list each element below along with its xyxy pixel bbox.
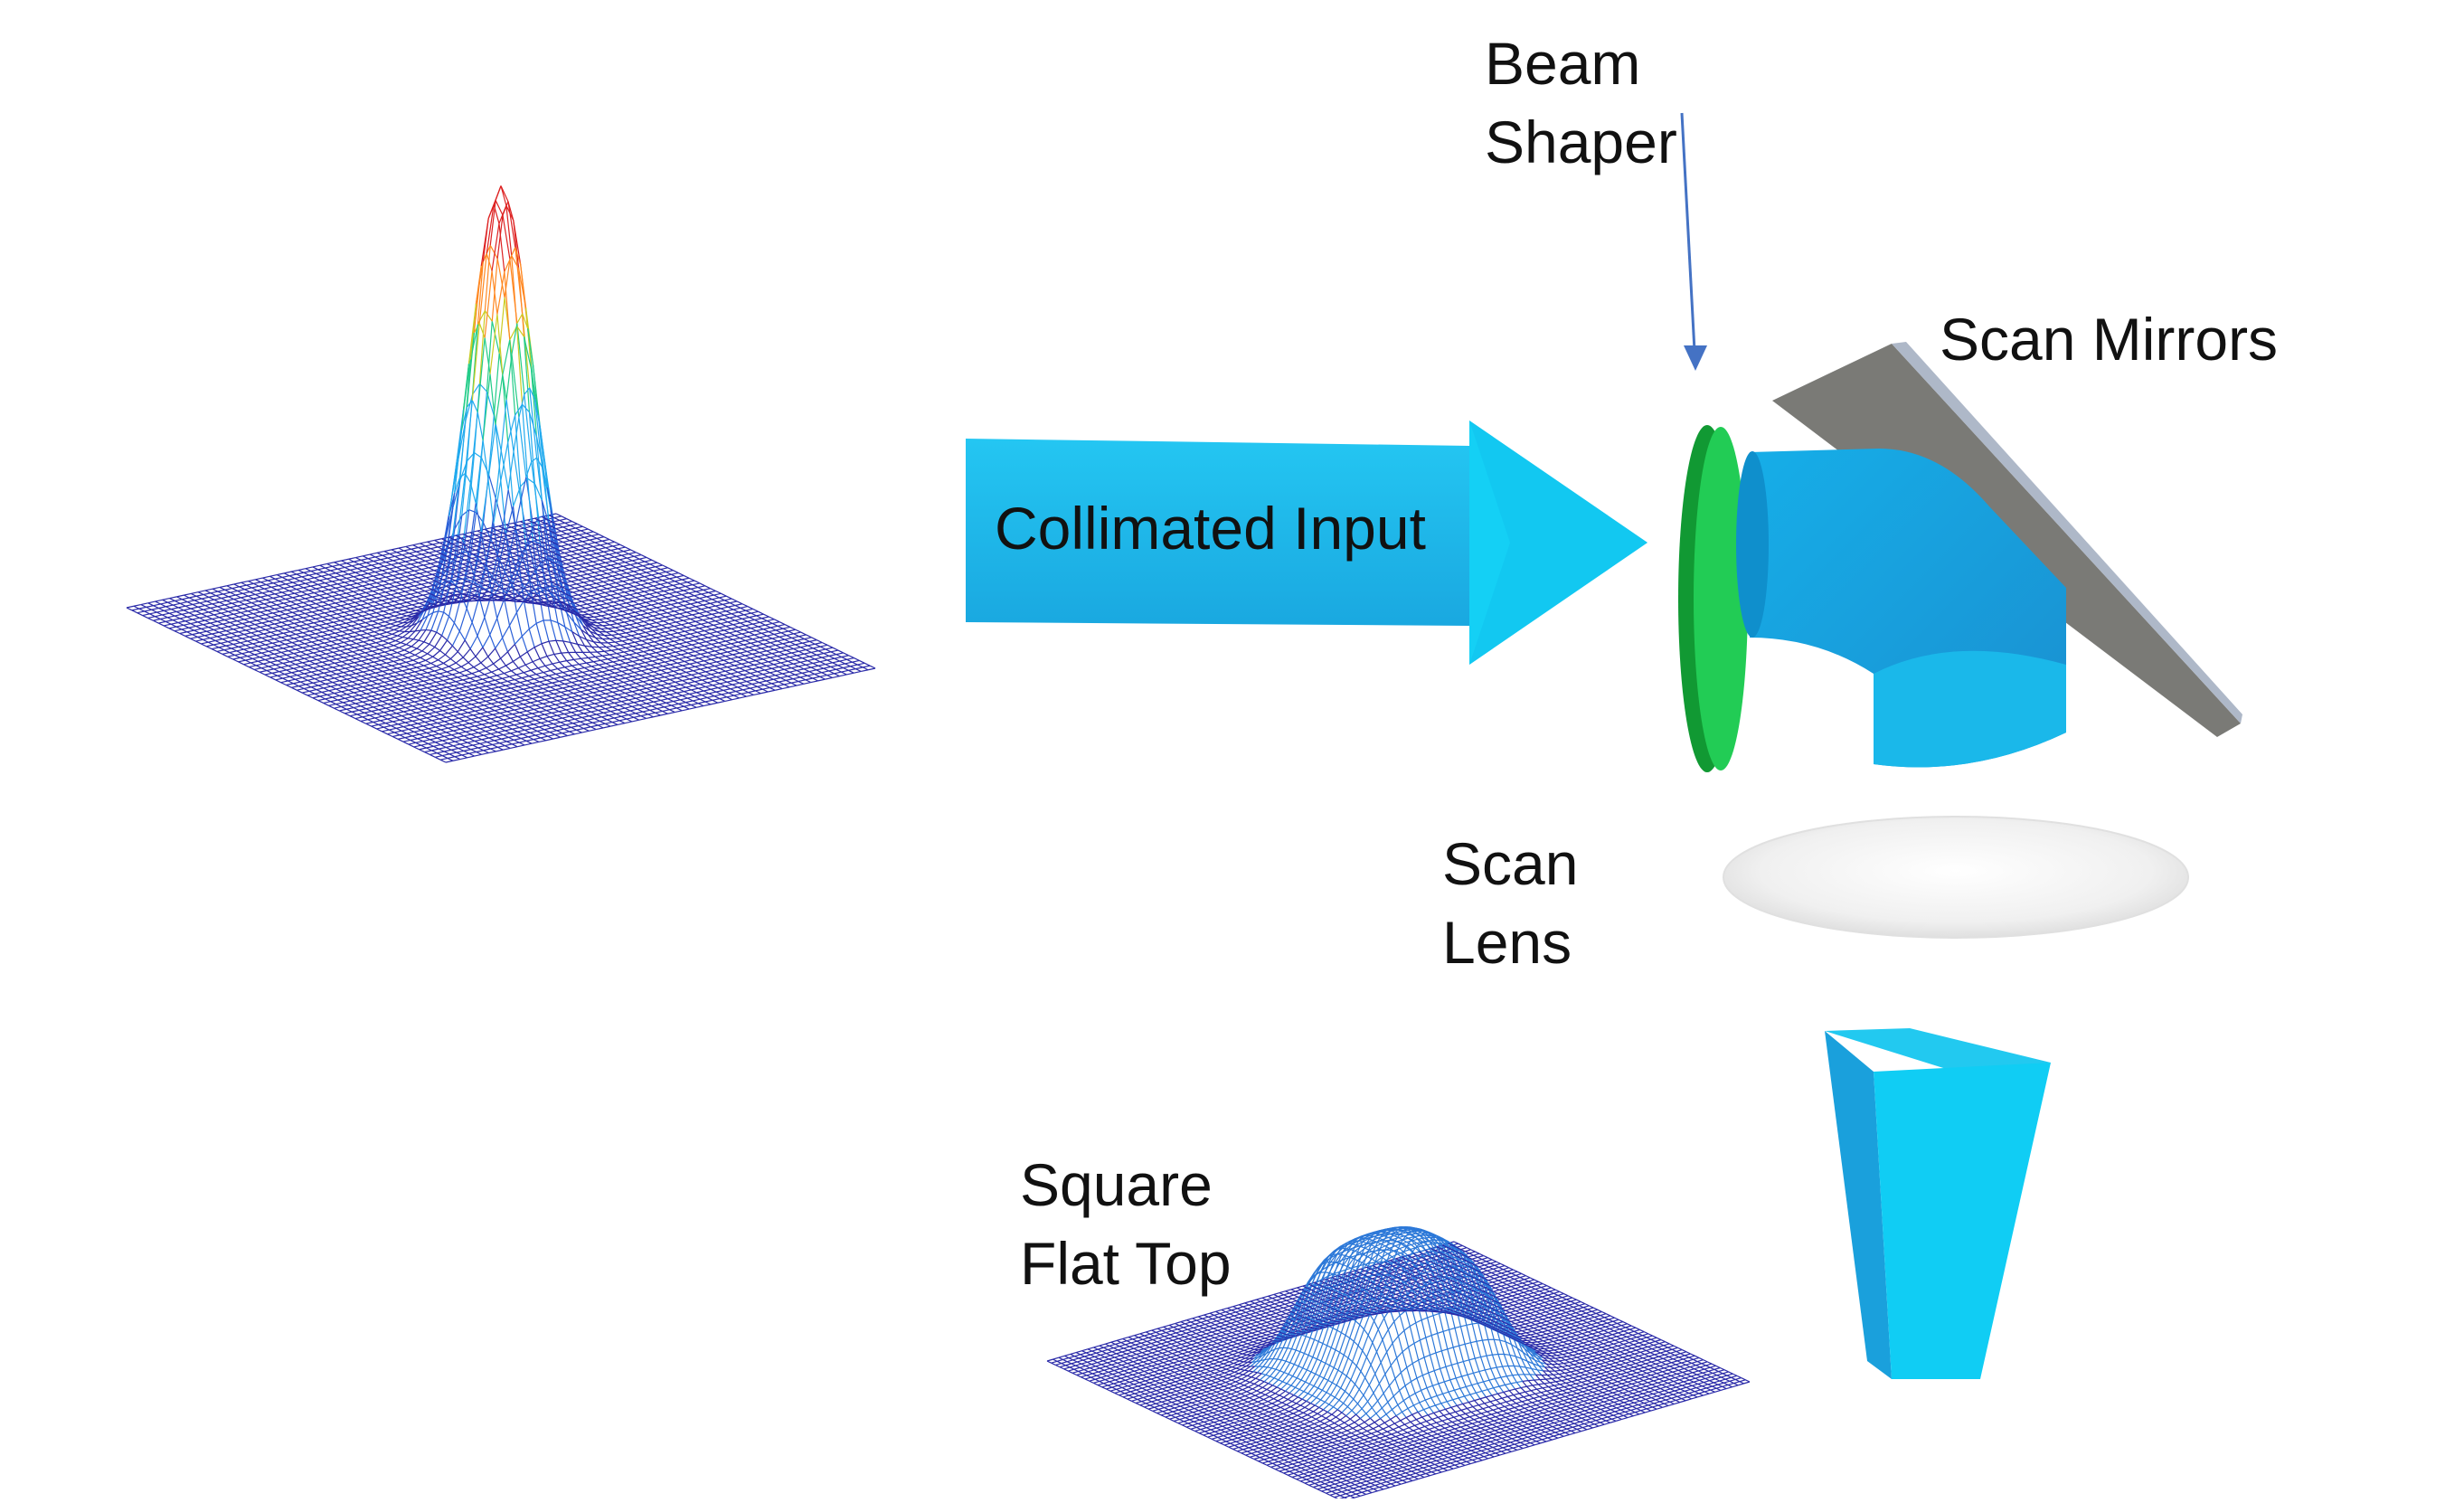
scan-lens — [1723, 817, 2188, 938]
collimated-input-arrow: Collimated Input — [966, 421, 1647, 665]
scan-mirrors-label: Scan Mirrors — [1940, 306, 2278, 373]
collimated-input-label: Collimated Input — [995, 495, 1426, 562]
focused-beam-side — [1874, 1063, 2051, 1379]
elbow-input-face — [1736, 451, 1769, 638]
focused-beam-block — [1825, 1028, 2051, 1379]
square-flat-top-label-line1: Square — [1020, 1151, 1213, 1218]
beam-shaper-pointer-arrow — [1682, 113, 1707, 371]
beam-shaper-label-line2: Shaper — [1485, 109, 1677, 175]
gaussian-mesh-grid — [127, 186, 875, 763]
beam-shaper-label-line1: Beam — [1485, 30, 1640, 97]
gaussian-input-profile — [127, 186, 875, 763]
scan-lens-label-line2: Lens — [1442, 909, 1572, 976]
scan-lens-label-line1: Scan — [1442, 830, 1578, 897]
beam-shaper — [1678, 425, 1748, 772]
square-flat-top-label-line2: Flat Top — [1020, 1230, 1232, 1297]
